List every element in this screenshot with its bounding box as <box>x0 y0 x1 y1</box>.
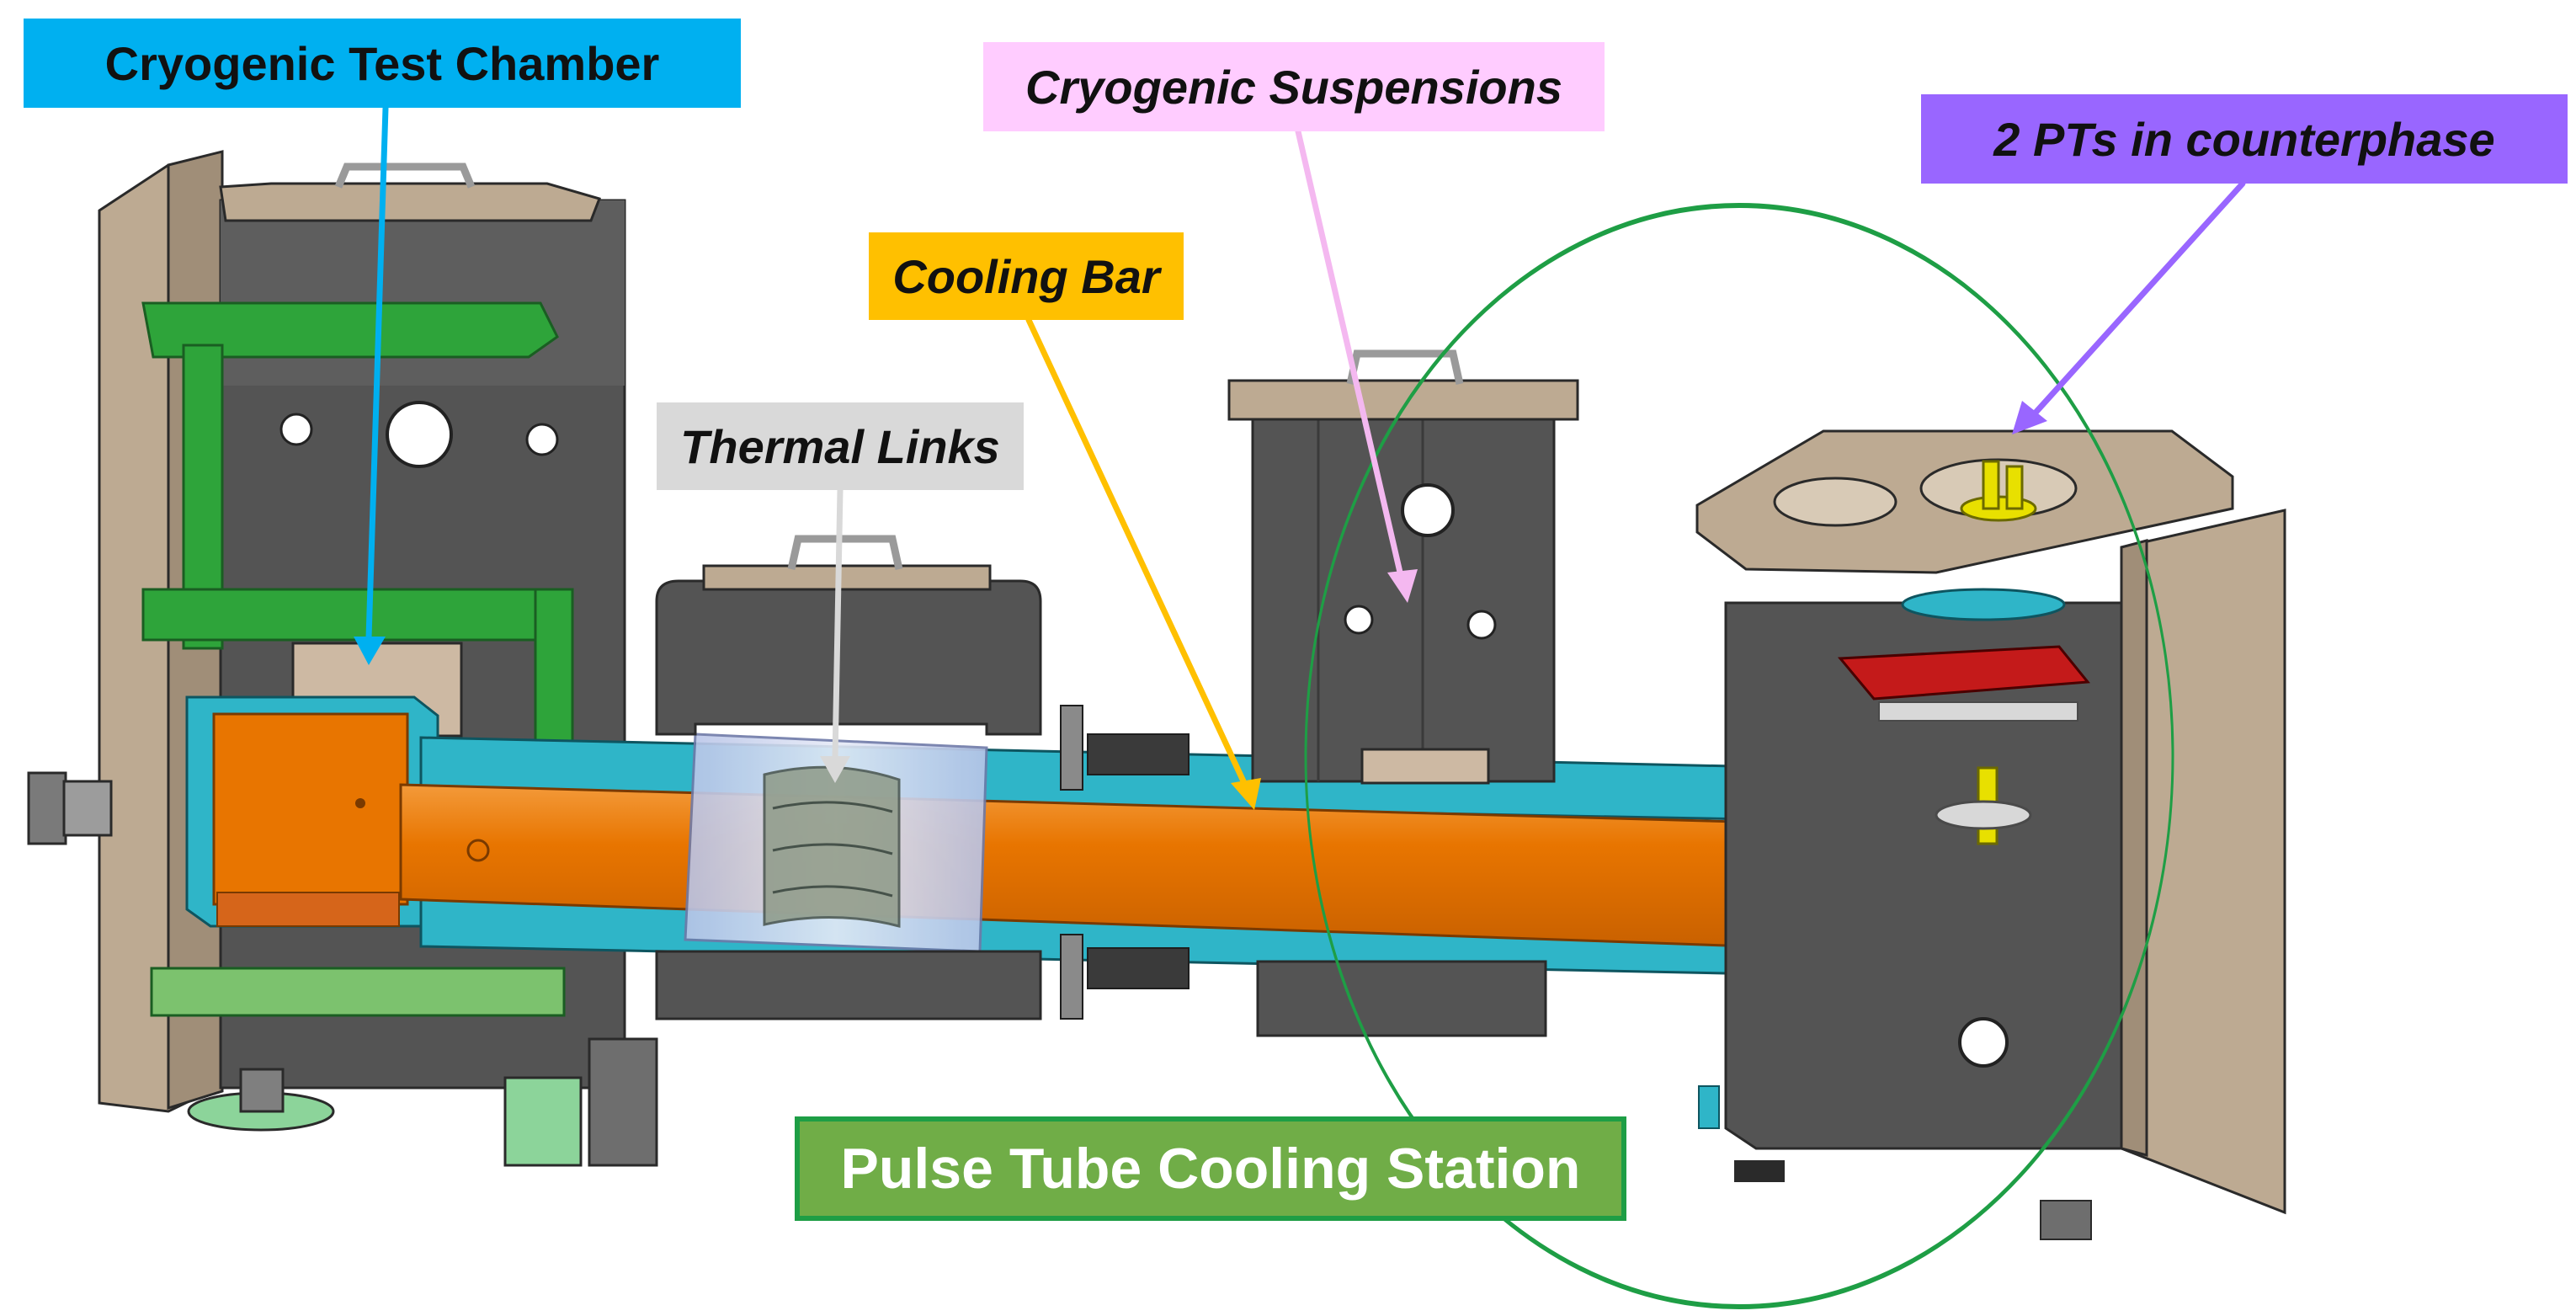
chamber-side-flange <box>27 771 113 845</box>
pulse-tube-heads <box>1960 460 2037 845</box>
test-chamber-arrow <box>354 104 389 665</box>
pulse-tube-housing <box>1695 429 2286 1240</box>
pulse-tube-stages <box>1837 588 2090 830</box>
suspensions-housing <box>1060 349 1579 1037</box>
pulse-tubes-arrow <box>2012 180 2246 434</box>
links-housing <box>655 535 1042 1020</box>
pulse-tubes-label: 2 PTs in counterphase <box>1921 94 2568 184</box>
cooling-station-label: Pulse Tube Cooling Station <box>795 1116 1626 1221</box>
thermal-links-arrow <box>820 487 850 783</box>
test-chamber-label: Cryogenic Test Chamber <box>24 19 741 108</box>
green-support-frame <box>141 301 574 1017</box>
callout-arrows <box>354 104 2246 810</box>
suspensions-arrow <box>1295 128 1418 603</box>
chamber-feet <box>187 1037 658 1167</box>
suspensions-label: Cryogenic Suspensions <box>983 42 1605 131</box>
thermal-links-label: Thermal Links <box>657 402 1024 490</box>
test-chamber-frame <box>27 150 658 1167</box>
cooling-bar-label: Cooling Bar <box>869 232 1184 320</box>
thermal-links <box>684 733 988 953</box>
cooling-station-outline <box>1304 203 2174 1309</box>
cooling-bar-arrow <box>1025 317 1261 810</box>
suspension-springs <box>1060 705 1190 1020</box>
